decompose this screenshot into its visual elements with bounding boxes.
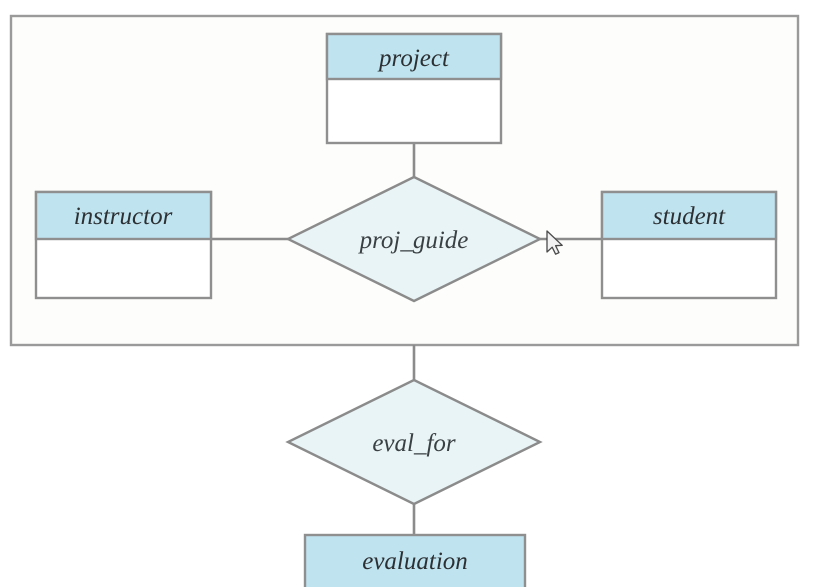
relationship-eval_for-diamond (285, 378, 543, 506)
relationship-eval_for-label: eval_for (372, 430, 456, 457)
entity-student[interactable]: student (600, 190, 778, 300)
entity-instructor[interactable]: instructor (34, 190, 213, 300)
entity-student-label: student (653, 203, 726, 230)
entity-evaluation-label: evaluation (362, 548, 468, 575)
arrow-pointer-icon (546, 230, 563, 255)
entity-student-header (600, 190, 778, 241)
entity-project[interactable]: project (325, 32, 503, 145)
relationship-proj_guide[interactable]: proj_guide (285, 175, 543, 303)
entity-project-label: project (377, 45, 450, 72)
entity-evaluation[interactable]: evaluation (303, 533, 527, 587)
entity-instructor-label: instructor (74, 203, 173, 230)
entity-project-header (325, 32, 503, 81)
relationship-eval_for[interactable]: eval_for (285, 378, 543, 506)
relationship-proj_guide-label: proj_guide (358, 227, 469, 254)
entity-instructor-header (34, 190, 213, 241)
entity-evaluation-header (303, 533, 527, 587)
relationship-proj_guide-diamond (285, 175, 543, 303)
